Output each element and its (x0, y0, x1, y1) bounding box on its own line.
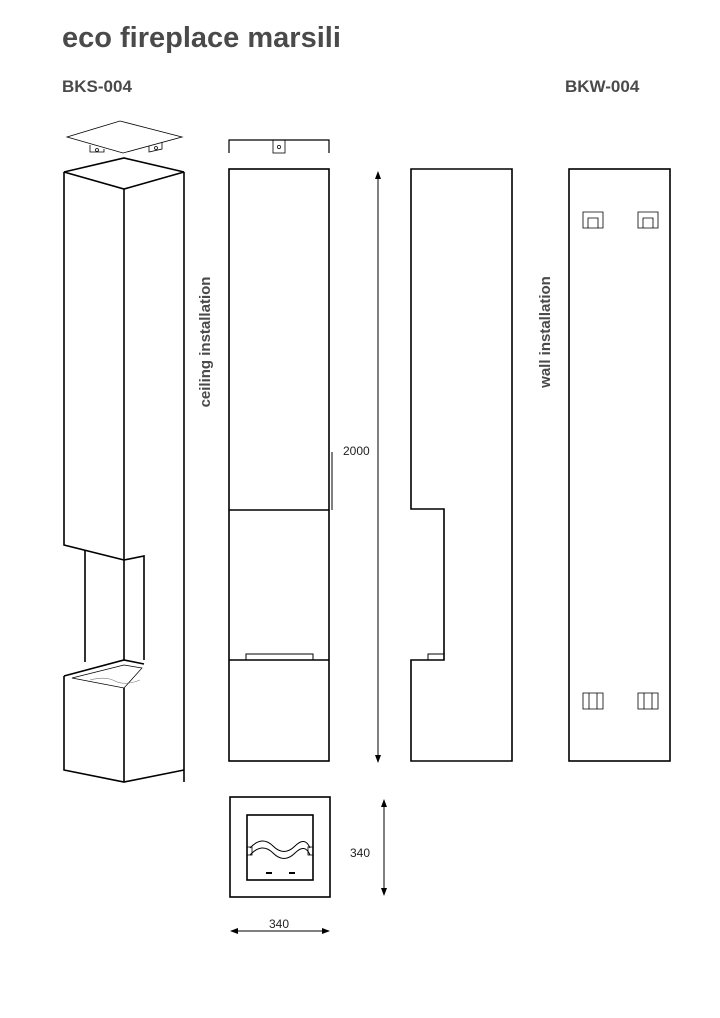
side-view (410, 168, 513, 762)
width-dimension-label: 340 (269, 917, 289, 931)
back-view (568, 168, 671, 762)
ceiling-plate (65, 120, 184, 154)
model-bks-004: BKS-004 (62, 77, 132, 96)
front-view (228, 139, 333, 762)
top-view (229, 796, 331, 898)
ceiling-installation-label: ceiling installation (197, 277, 214, 408)
isometric-view (63, 120, 185, 783)
model-bkw-004: BKW-004 (565, 77, 640, 96)
height-dimension-label: 2000 (343, 444, 370, 458)
depth-dimension (230, 799, 387, 934)
wall-installation-label: wall installation (537, 276, 554, 389)
depth-dimension-label: 340 (350, 846, 370, 860)
wall-brackets (582, 211, 659, 710)
page-title: eco fireplace marsili (62, 22, 341, 54)
